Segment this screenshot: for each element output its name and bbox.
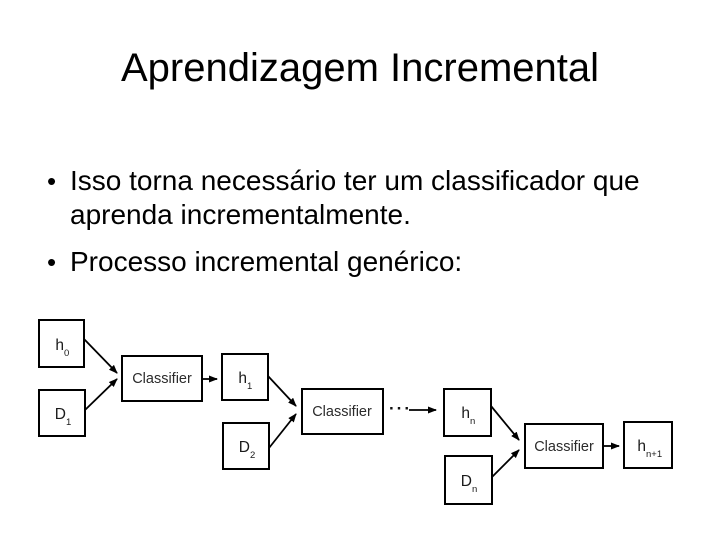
- node-label-classifier3: Classifier: [534, 439, 594, 455]
- arrow-d2-to-classifier2: [268, 413, 297, 449]
- arrow-h0-to-classifier1: [83, 338, 118, 374]
- node-label-h1: h: [238, 370, 247, 387]
- bullet-text-line: Isso torna necessário ter um classificad…: [70, 165, 640, 196]
- ellipsis-dots: ···: [389, 399, 412, 418]
- bullet-item: • Isso torna necessário ter um classific…: [47, 164, 687, 232]
- arrow-dn-to-classifier3: [489, 449, 520, 480]
- node-box-classifier1: [121, 355, 203, 402]
- bullet-marker: •: [47, 247, 57, 277]
- node-label-hn1: h: [637, 438, 646, 455]
- arrow-hn-to-classifier3: [490, 405, 520, 441]
- node-label-d1: D: [55, 406, 66, 423]
- node-sub-hn1: n+1: [646, 449, 662, 460]
- node-label-h0: h: [55, 337, 64, 354]
- node-box-h1: [221, 353, 269, 401]
- page-title: Aprendizagem Incremental: [120, 46, 600, 90]
- node-sub-dn: n: [472, 484, 477, 495]
- bullet-text: Isso torna necessário ter um classificad…: [70, 164, 687, 232]
- bullet-list: • Isso torna necessário ter um classific…: [47, 164, 687, 279]
- node-box-d2: [222, 422, 270, 470]
- node-label-dn: D: [461, 473, 472, 490]
- arrow-h1-to-classifier2: [267, 375, 297, 407]
- bullet-marker: •: [47, 166, 57, 196]
- node-sub-h0: 0: [64, 348, 69, 359]
- node-sub-d2: 2: [250, 450, 255, 461]
- node-box-h0: [38, 319, 85, 368]
- bullet-item: • Processo incremental genérico:: [47, 245, 687, 279]
- arrow-d1-to-classifier1: [84, 378, 118, 411]
- bullet-text: Processo incremental genérico:: [70, 245, 687, 279]
- node-box-classifier3: [524, 423, 604, 469]
- node-label-hn: h: [461, 405, 470, 422]
- node-box-hn: [443, 388, 492, 437]
- bullet-text-line: aprenda incrementalmente.: [70, 199, 411, 230]
- node-box-d1: [38, 389, 86, 437]
- node-box-classifier2: [301, 388, 384, 435]
- node-sub-h1: 1: [247, 381, 252, 392]
- node-label-classifier1: Classifier: [132, 371, 192, 387]
- node-sub-hn: n: [470, 416, 475, 427]
- bullet-text-line: Processo incremental genérico:: [70, 246, 463, 277]
- node-label-classifier2: Classifier: [312, 404, 372, 420]
- node-sub-d1: 1: [66, 417, 71, 428]
- node-box-hn1: [623, 421, 673, 469]
- node-label-d2: D: [239, 439, 250, 456]
- node-box-dn: [444, 455, 493, 505]
